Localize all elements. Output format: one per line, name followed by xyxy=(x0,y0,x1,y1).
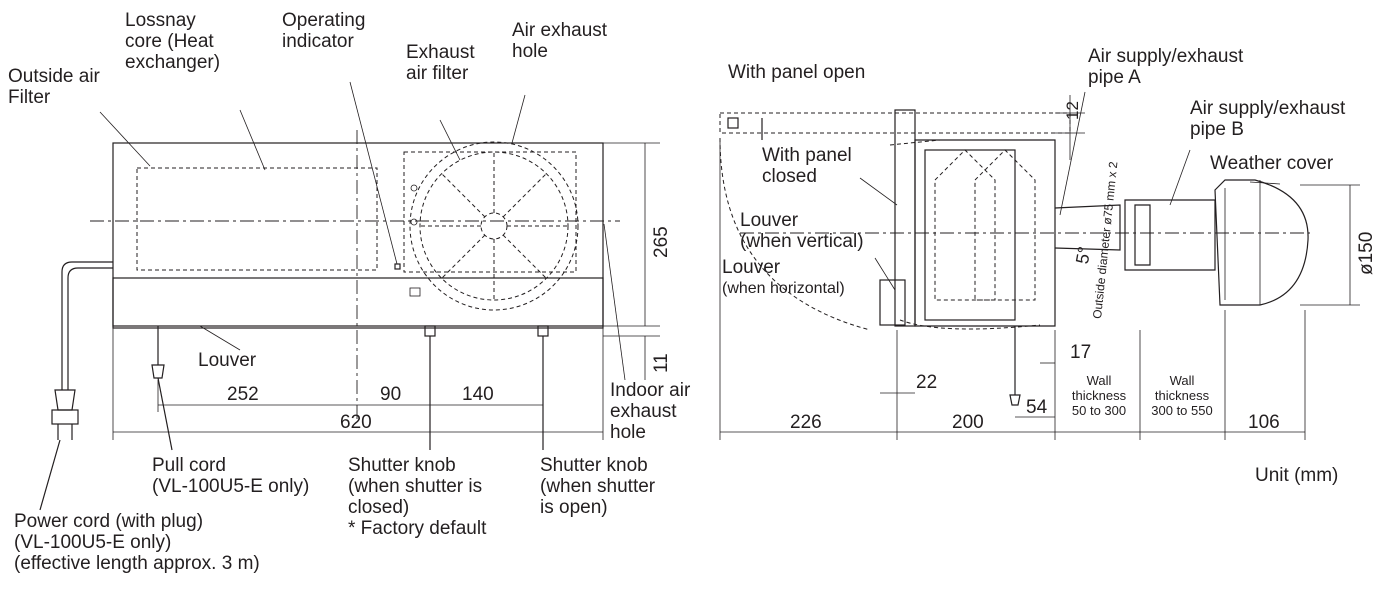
dim-12: 12 xyxy=(1063,101,1082,120)
dim-22: 22 xyxy=(916,372,938,393)
unit-body-outline xyxy=(112,142,604,329)
label-unit: Unit (mm) xyxy=(1255,465,1339,486)
dim-90: 90 xyxy=(380,384,402,405)
label-louver: Louver xyxy=(198,350,257,371)
indicator-led xyxy=(394,263,401,270)
label-wall-thickness-2: Wall thickness 300 to 550 xyxy=(1151,373,1213,418)
label-lossnay-core: Lossnay core (Heat exchanger) xyxy=(125,10,221,73)
label-pipe-a: Air supply/exhaust pipe A xyxy=(1088,46,1244,88)
fan-wheel xyxy=(409,141,579,311)
label-wall-thickness-1: Wall thickness 50 to 300 xyxy=(1071,373,1127,418)
label-pull-cord: Pull cord (VL-100U5-E only) xyxy=(152,455,310,497)
louver-strip xyxy=(112,277,604,327)
label-air-exhaust-hole: Air exhaust hole xyxy=(512,20,608,62)
label-louver-horizontal-sub: (when horizontal) xyxy=(722,280,845,297)
label-shutter-knob-open: Shutter knob (when shutter is open) xyxy=(540,455,656,518)
label-weather-cover: Weather cover xyxy=(1210,153,1334,174)
label-outside-air-filter: Outside air Filter xyxy=(8,66,100,108)
dim-106: 106 xyxy=(1248,412,1280,433)
front-view xyxy=(39,81,660,511)
side-view xyxy=(719,91,1360,440)
dim-17: 17 xyxy=(1070,342,1092,363)
label-with-panel-closed: With panel closed xyxy=(762,145,852,187)
label-exhaust-air-filter: Exhaust air filter xyxy=(406,42,475,84)
dim-226: 226 xyxy=(790,412,822,433)
label-operating-indicator: Operating indicator xyxy=(282,10,366,52)
dim-620: 620 xyxy=(340,412,372,433)
dim-5-degrees: 5° xyxy=(1072,245,1095,266)
dim-265: 265 xyxy=(651,226,672,258)
label-louver-vertical: Louver (when vertical) xyxy=(740,210,864,252)
dim-11: 11 xyxy=(651,353,672,373)
label-louver-horizontal: Louver xyxy=(722,257,781,278)
label-pipe-b: Air supply/exhaust pipe B xyxy=(1190,98,1346,140)
dim-140: 140 xyxy=(462,384,494,405)
dim-54: 54 xyxy=(1026,397,1048,418)
lossnay-core-outline xyxy=(136,167,378,271)
dim-200: 200 xyxy=(952,412,984,433)
exhaust-filter-outline xyxy=(403,151,577,273)
label-shutter-knob-closed: Shutter knob (when shutter is closed) * … xyxy=(348,455,487,539)
dim-150: ø150 xyxy=(1356,231,1377,275)
label-indoor-air-exhaust-hole: Indoor air exhaust hole xyxy=(610,380,691,443)
dim-252: 252 xyxy=(227,384,259,405)
label-with-panel-open: With panel open xyxy=(728,62,866,83)
label-power-cord: Power cord (with plug) (VL-100U5-E only)… xyxy=(14,511,260,574)
